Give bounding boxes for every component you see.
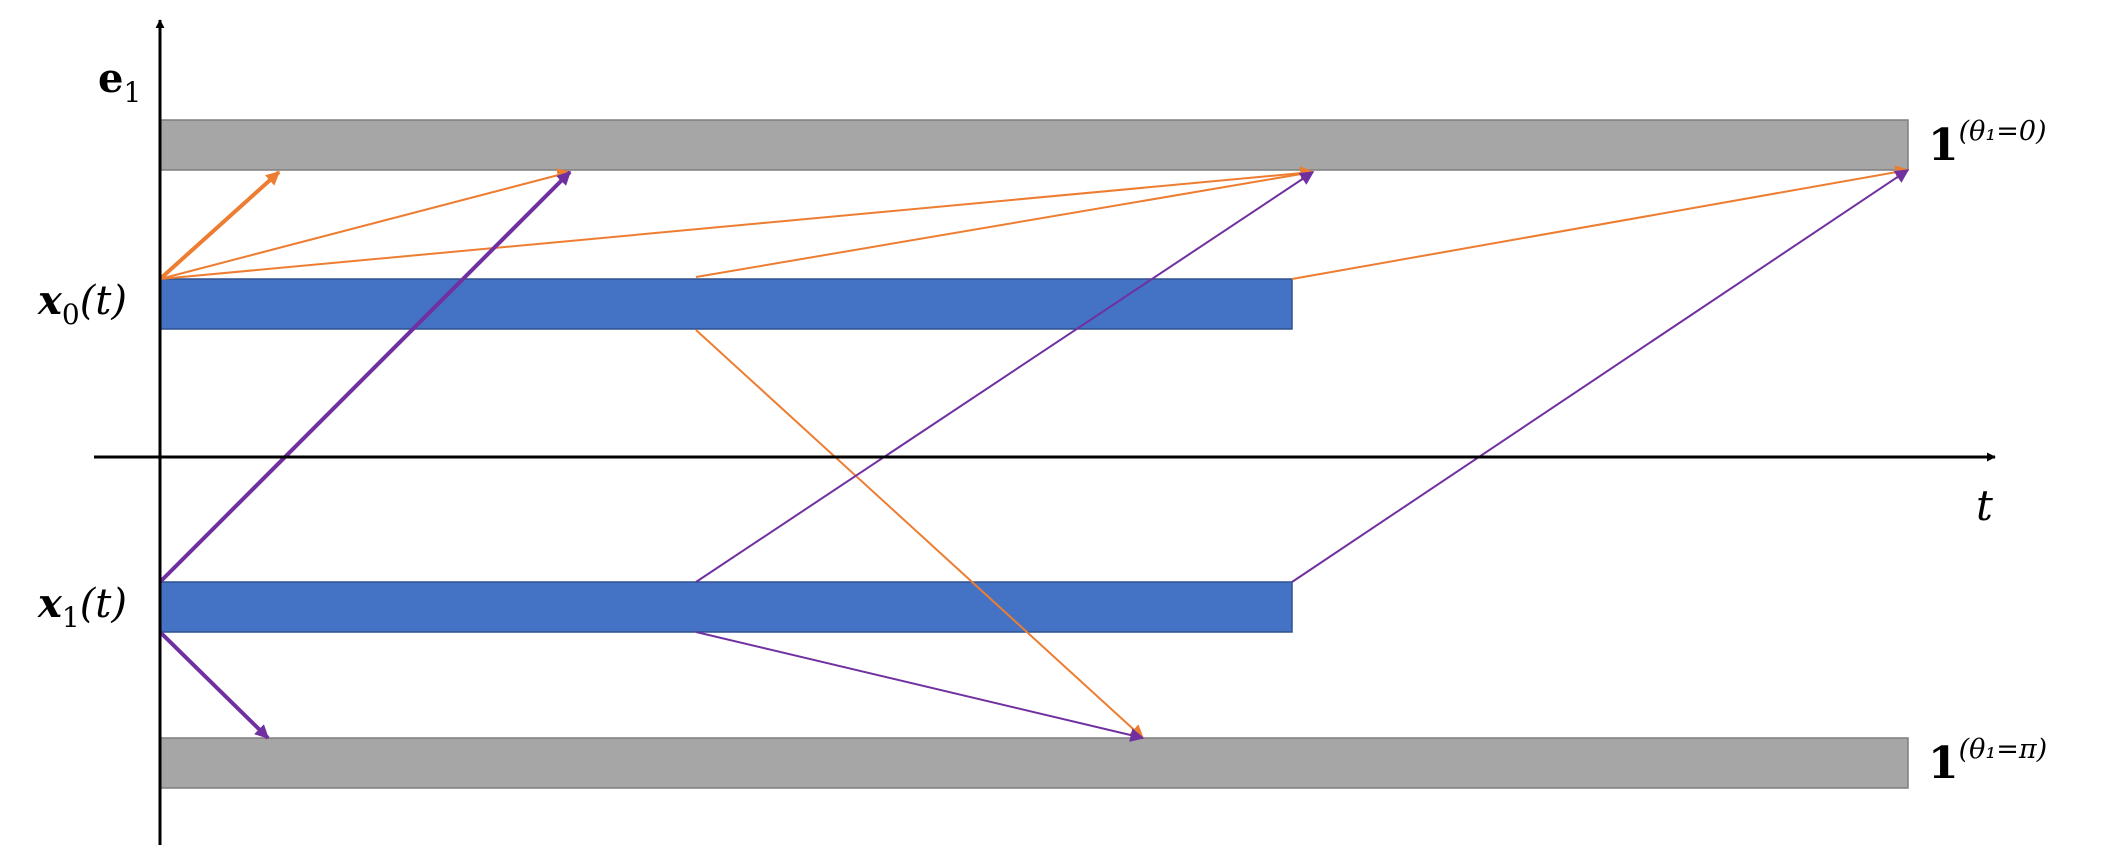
x0-signal-bar bbox=[159, 278, 1293, 330]
bottom-indicator-base: 1 bbox=[1928, 738, 1959, 789]
bottom-indicator-bar bbox=[159, 737, 1909, 789]
x1-sub: 1 bbox=[62, 601, 80, 634]
orange-arrow-4 bbox=[695, 167, 1315, 278]
top-indicator-sup: (θ₁=0) bbox=[1959, 116, 2047, 147]
orange-arrow-3 bbox=[159, 166, 1315, 280]
x1-arg: (t) bbox=[80, 581, 127, 627]
purple-arrow-2 bbox=[695, 171, 1315, 583]
e1-sub: 1 bbox=[123, 76, 141, 109]
x0-arg: (t) bbox=[80, 278, 127, 324]
top-indicator-label: 1(θ₁=0) bbox=[1928, 116, 2047, 171]
purple-arrow-5 bbox=[695, 631, 1145, 742]
x1-signal-bar bbox=[159, 581, 1293, 633]
purple-arrow-3 bbox=[1291, 169, 1910, 583]
e1-label: e1 bbox=[98, 55, 141, 109]
orange-arrow-6 bbox=[695, 329, 1145, 739]
bottom-indicator-label: 1(θ₁=π) bbox=[1928, 734, 2047, 789]
orange-arrow-5 bbox=[1291, 165, 1910, 280]
x1-base: x bbox=[37, 580, 63, 627]
top-indicator-base: 1 bbox=[1928, 120, 1959, 171]
bottom-indicator-sup: (θ₁=π) bbox=[1959, 734, 2048, 765]
x0-base: x bbox=[37, 277, 63, 324]
orange-arrow-1 bbox=[158, 170, 281, 281]
orange-arrow-2 bbox=[159, 168, 572, 280]
e1-base: e bbox=[98, 55, 123, 102]
t-axis-label: t bbox=[1976, 481, 1993, 530]
purple-arrow-4 bbox=[158, 630, 270, 740]
top-indicator-bar bbox=[159, 119, 1909, 171]
x0-sub: 0 bbox=[62, 298, 80, 331]
x0-label: x0(t) bbox=[37, 277, 127, 331]
x1-label: x1(t) bbox=[37, 580, 127, 634]
purple-arrow-1 bbox=[158, 170, 572, 584]
